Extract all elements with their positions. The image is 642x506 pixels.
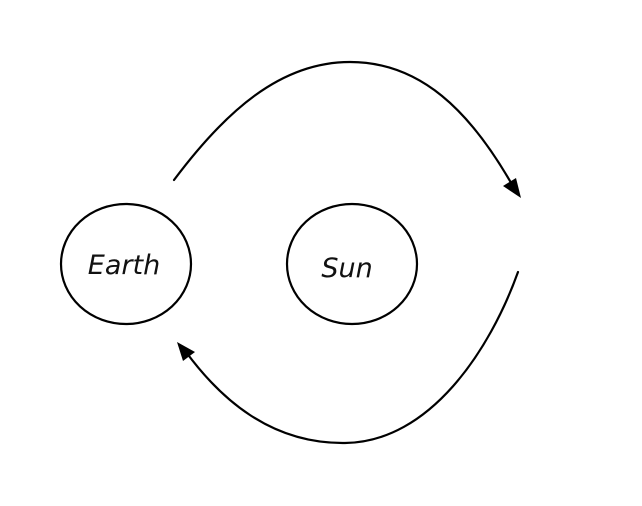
sun-label: Sun: [321, 253, 372, 284]
earth-label: Earth: [88, 250, 160, 281]
earth-circle: [59, 202, 193, 326]
top-orbit-arrow: [172, 60, 521, 198]
top-orbit-arc: [172, 60, 516, 190]
earth-node: Earth: [59, 202, 193, 326]
top-arrowhead: [503, 178, 521, 198]
sun-node: Sun: [285, 202, 419, 326]
bottom-arrowhead: [177, 342, 195, 361]
bottom-orbit-arrow: [177, 270, 520, 445]
sun-circle: [285, 202, 419, 326]
bottom-orbit-arc: [184, 270, 520, 445]
